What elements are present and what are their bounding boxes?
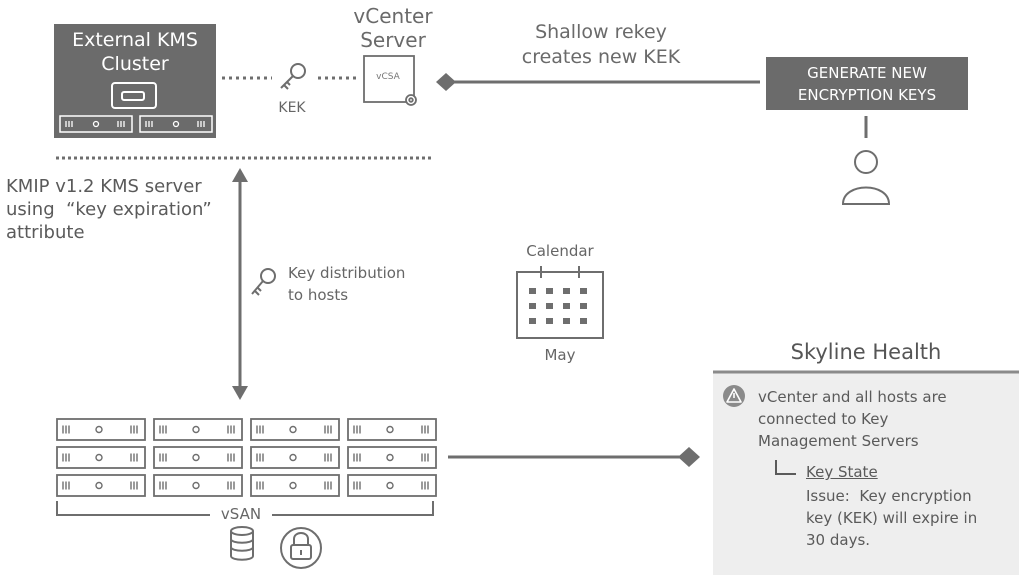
vsan-server-unit — [347, 474, 437, 497]
vsan-server-grid — [56, 418, 437, 497]
vsan-server-unit — [347, 446, 437, 469]
key-state-issue: Issue: Key encryption key (KEK) will exp… — [806, 485, 1011, 551]
vcenter-title-line1: vCenter — [353, 4, 433, 28]
kek-label: KEK — [278, 100, 306, 116]
generate-line2: ENCRYPTION KEYS — [797, 85, 937, 104]
vsan-server-unit — [250, 474, 340, 497]
vsan-server-unit — [56, 418, 146, 441]
key-distribution-label: Key distribution to hosts — [288, 262, 438, 306]
generate-encryption-keys-button[interactable]: GENERATE NEW ENCRYPTION KEYS — [766, 57, 968, 110]
issue-line2: key (KEK) will expire in — [806, 509, 978, 527]
kmip-description: KMIP v1.2 KMS server using “key expirati… — [6, 175, 246, 244]
distribution-key-icon — [251, 268, 276, 296]
kek-key-icon — [280, 63, 306, 90]
key-state-link[interactable]: Key State — [806, 463, 878, 481]
vsan-to-skyline-head — [678, 447, 700, 467]
vcenter-title-line2: Server — [360, 28, 426, 52]
vsan-server-unit — [56, 446, 146, 469]
kms-cluster-box — [54, 24, 216, 138]
vsan-server-unit — [347, 418, 437, 441]
calendar-month: May — [544, 346, 576, 364]
kms-appliance-icon — [111, 82, 157, 109]
distribution-arrow-up — [232, 168, 248, 182]
kmip-line3: attribute — [6, 222, 85, 243]
vcsa-appliance-icon — [363, 55, 417, 106]
skyline-msg-line2: connected to Key — [758, 410, 889, 428]
vsan-server-unit — [56, 474, 146, 497]
vsan-server-unit — [153, 418, 243, 441]
shallow-rekey-label: Shallow rekey creates new KEK — [496, 20, 706, 70]
rekey-arrow-head — [436, 73, 456, 91]
vcsa-label: vCSA — [376, 72, 400, 82]
skyline-msg-line1: vCenter and all hosts are — [758, 388, 947, 406]
vcenter-server-title: vCenter Server — [338, 4, 448, 52]
kms-title-line1: External KMS — [72, 29, 198, 51]
skyline-panel — [713, 372, 1019, 575]
kms-title-line2: Cluster — [101, 53, 169, 75]
key-state-connector — [775, 460, 796, 475]
skyline-message: vCenter and all hosts are connected to K… — [758, 386, 1008, 452]
keydist-line2: to hosts — [288, 286, 349, 304]
kmip-line1: KMIP v1.2 KMS server — [6, 176, 202, 197]
user-icon — [841, 150, 891, 205]
calendar-title: Calendar — [526, 242, 594, 260]
vsan-server-unit — [250, 446, 340, 469]
rekey-line2: creates new KEK — [521, 46, 681, 68]
vsan-server-unit — [153, 446, 243, 469]
vsan-label: vSAN — [210, 505, 272, 523]
generate-line1: GENERATE NEW — [807, 63, 927, 82]
vsan-server-unit — [153, 474, 243, 497]
skyline-msg-line3: Management Servers — [758, 432, 919, 450]
keydist-line1: Key distribution — [288, 264, 406, 282]
calendar-icon — [516, 266, 604, 339]
kms-cluster-title: External KMS Cluster — [54, 28, 216, 76]
issue-line3: 30 days. — [806, 531, 871, 549]
kmip-line2: using “key expiration” — [6, 199, 212, 220]
distribution-arrow-down — [232, 386, 248, 400]
vsan-server-unit — [250, 418, 340, 441]
rekey-line1: Shallow rekey — [535, 21, 667, 43]
database-icon — [230, 526, 254, 561]
kms-server-units — [59, 115, 213, 133]
warning-icon — [723, 385, 745, 407]
issue-line1: Issue: Key encryption — [806, 487, 972, 505]
skyline-health-title: Skyline Health — [790, 340, 942, 364]
encryption-lock-icon — [280, 527, 322, 569]
